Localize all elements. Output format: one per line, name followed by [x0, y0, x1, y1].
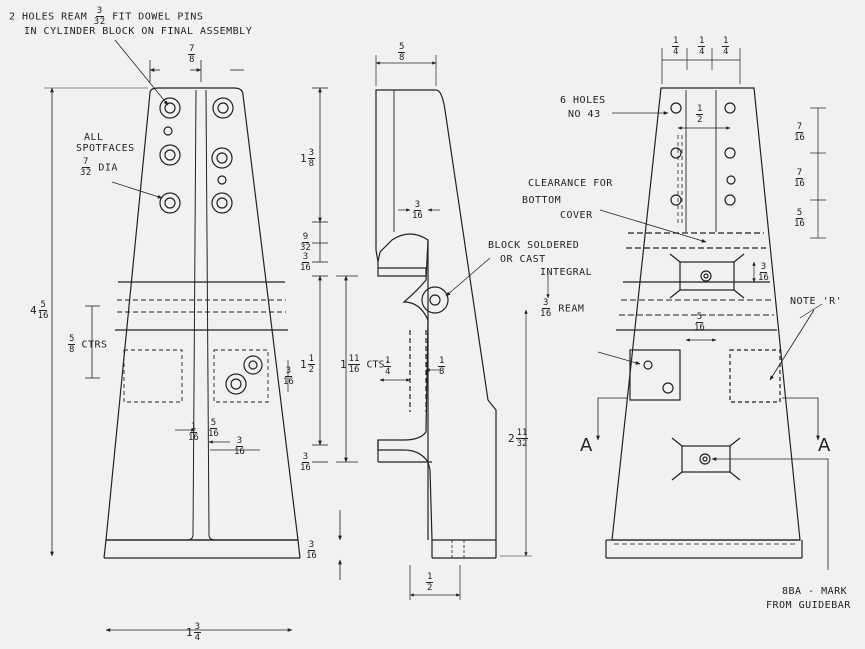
- clearance-note-1: CLEARANCE FOR: [528, 178, 613, 189]
- spotfaces-note-1: ALL: [84, 132, 104, 143]
- clearance-note-2: BOTTOM: [522, 195, 562, 206]
- ream-label: REAM: [558, 303, 585, 315]
- six-holes-note-1: 6 HOLES: [560, 95, 606, 106]
- note-r: NOTE 'R': [790, 296, 843, 307]
- dowel-note-text: 2 HOLES REAM: [9, 11, 88, 23]
- block-note-3: INTEGRAL: [540, 267, 593, 278]
- dowel-note-text-2: FIT DOWEL PINS: [112, 11, 204, 23]
- six-holes-note-2: NO 43: [568, 109, 601, 120]
- spotfaces-dia: DIA: [98, 162, 118, 174]
- spotfaces-note-2: SPOTFACES: [76, 143, 135, 154]
- rear-view: [596, 48, 829, 570]
- section-a-right: A: [818, 435, 831, 456]
- ctrs-label: CTRS: [81, 339, 108, 351]
- vertical-dimension-column: [312, 87, 358, 580]
- clearance-note-3: COVER: [560, 210, 593, 221]
- mark-note-1: 8BA - MARK: [782, 586, 848, 597]
- front-view: [44, 39, 301, 632]
- block-note-1: BLOCK SOLDERED: [488, 240, 580, 251]
- mark-note-2: FROM GUIDEBAR: [766, 600, 851, 611]
- block-note-2: OR CAST: [500, 254, 546, 265]
- cts-label: CTS': [366, 359, 391, 371]
- dowel-note-line2: IN CYLINDER BLOCK ON FINAL ASSEMBLY: [24, 26, 253, 37]
- section-a-left: A: [580, 435, 593, 456]
- side-view: [375, 55, 550, 600]
